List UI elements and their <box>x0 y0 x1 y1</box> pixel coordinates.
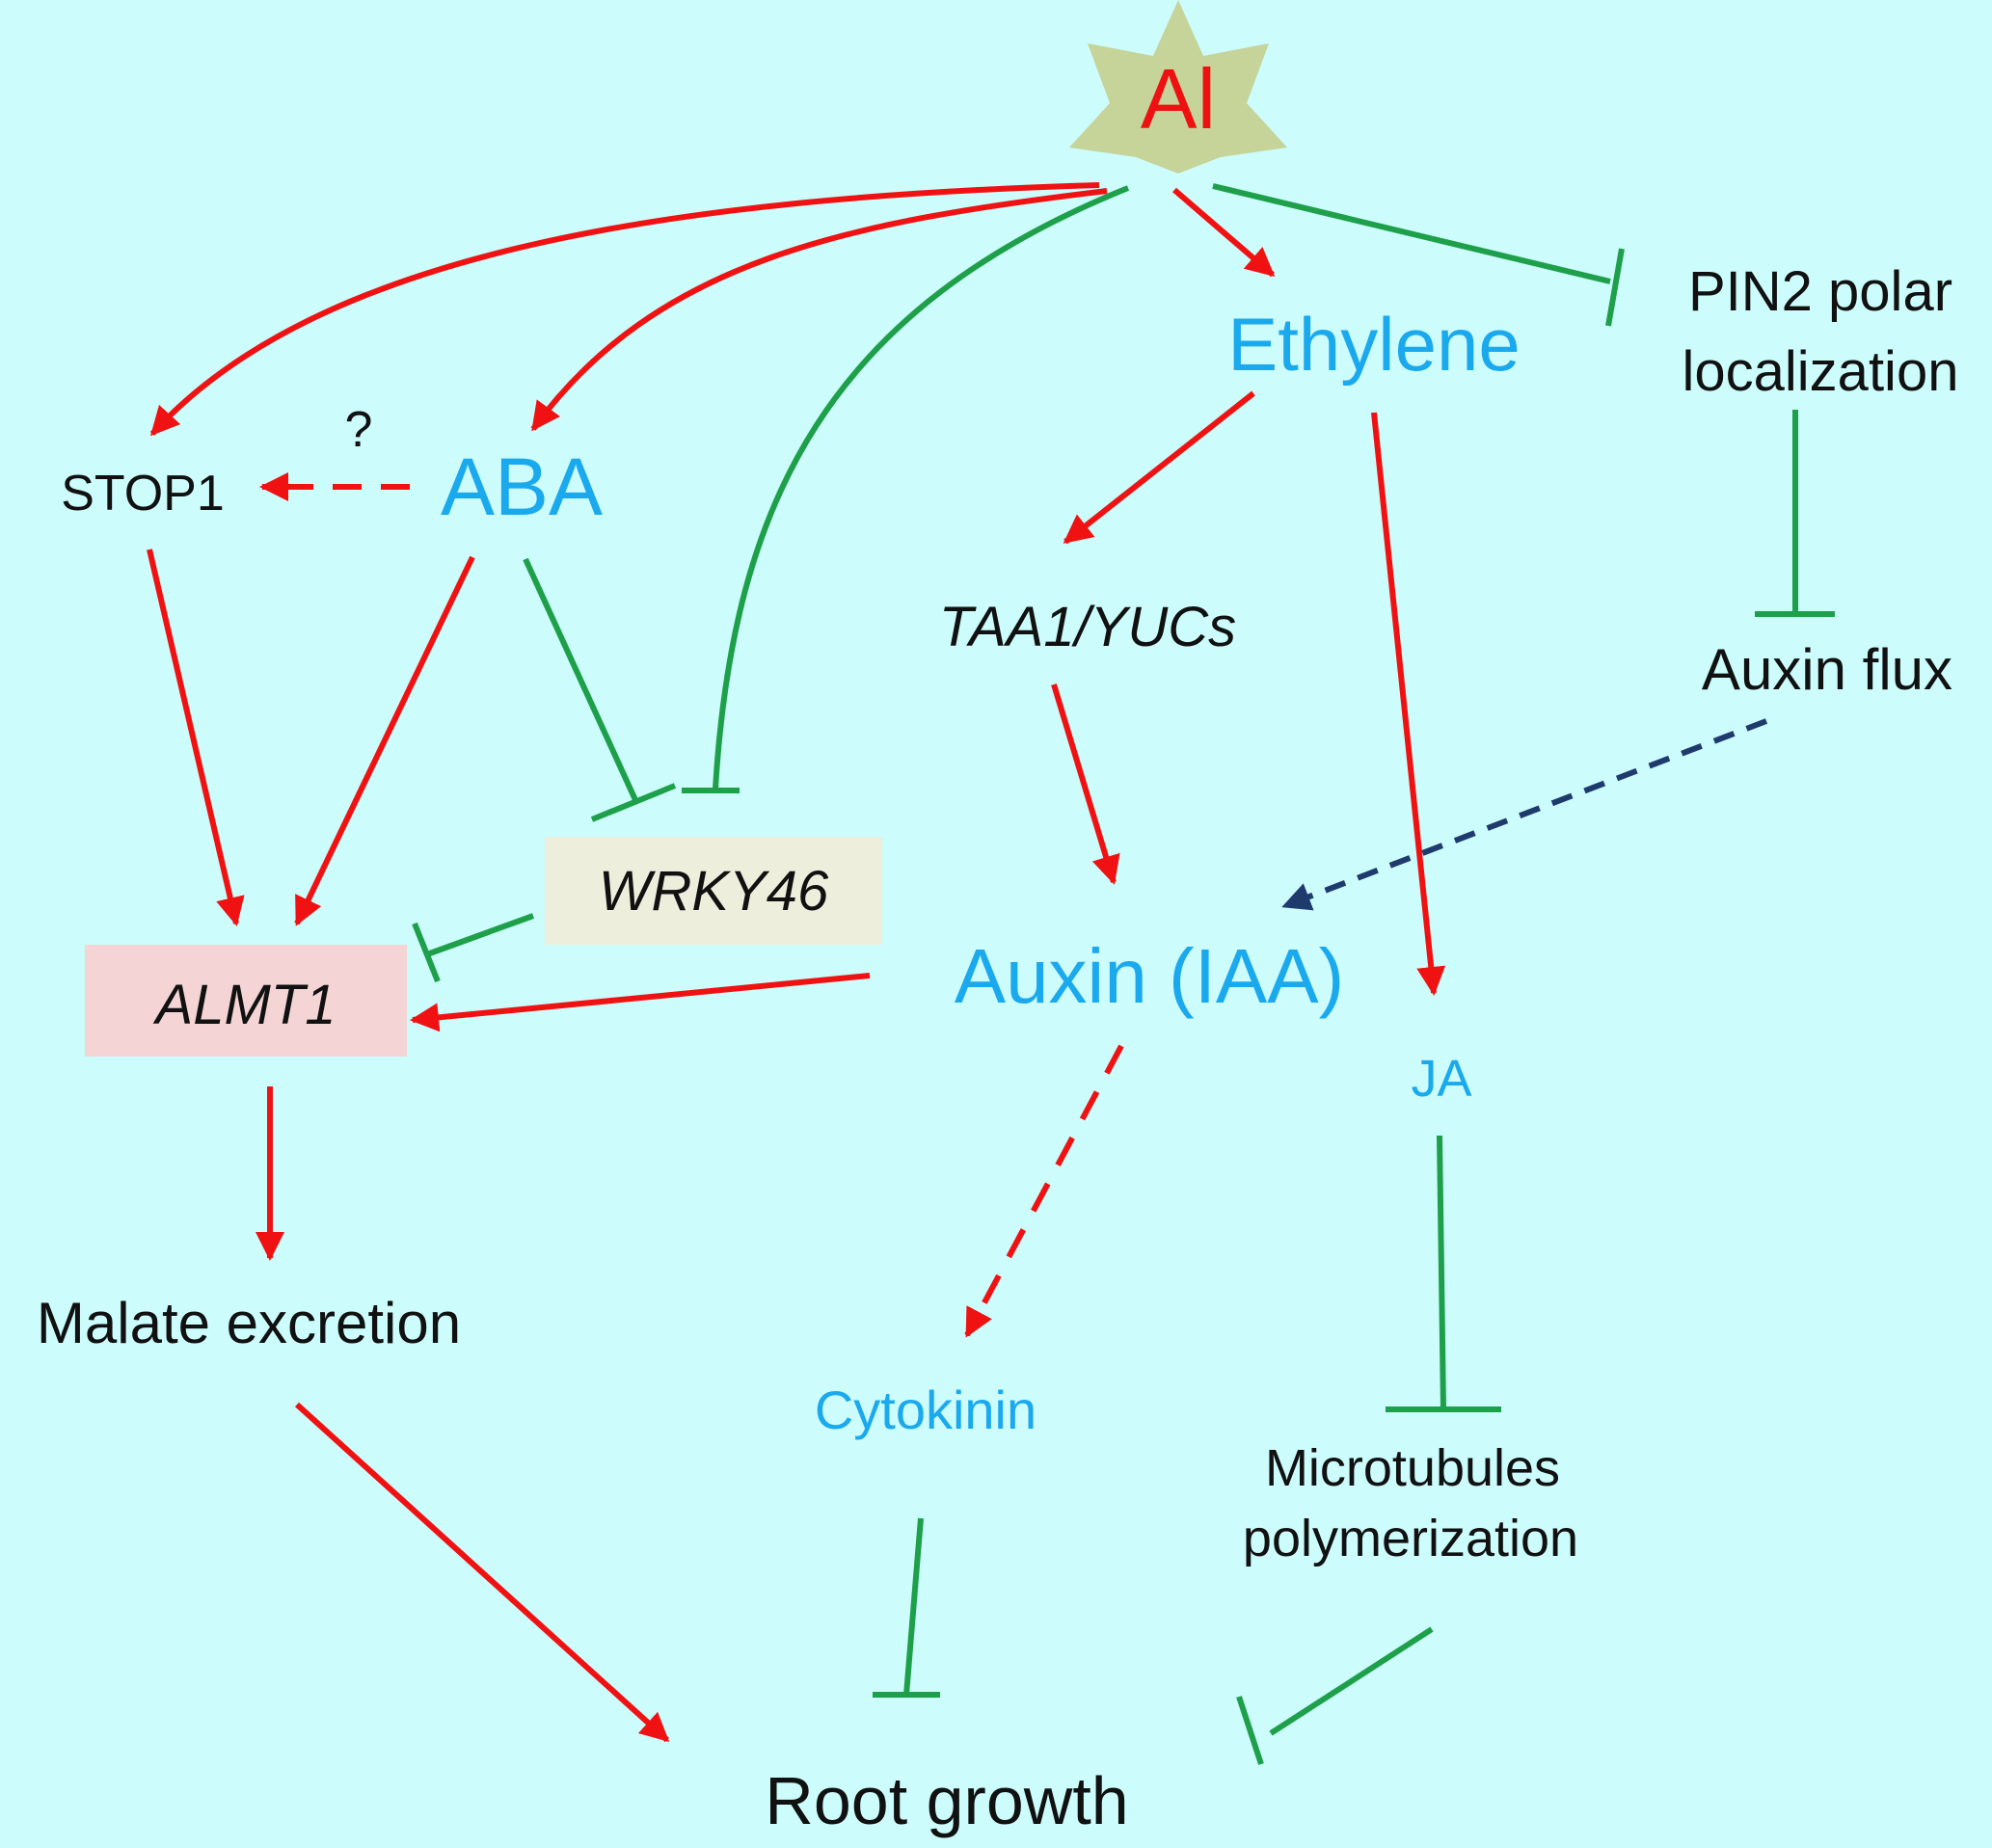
node-taa1-yucs: TAA1/YUCs <box>939 596 1236 658</box>
node-auxin-iaa: Auxin (IAA) <box>955 933 1345 1019</box>
wrky46-box <box>545 837 882 945</box>
node-pin2-line2: localization <box>1682 340 1959 403</box>
node-pin2-line1: PIN2 polar <box>1688 260 1952 323</box>
edge-microtubules-to-root-growth-bar <box>1236 1696 1264 1765</box>
edge-wrky46-to-almt1-bar <box>412 922 441 983</box>
edge-taa1-to-auxin <box>1051 683 1120 885</box>
node-microtubules-line1: Microtubules <box>1265 1439 1560 1497</box>
edge-auxin-flux-to-auxin <box>1281 718 1768 911</box>
almt1-box <box>85 945 407 1057</box>
edge-al-to-aba <box>530 188 1108 432</box>
edge-cytokinin-to-root-growth <box>903 1517 924 1696</box>
node-aba: ABA <box>441 442 603 532</box>
inhibition-edges <box>412 183 1835 1765</box>
edge-al-to-stop1 <box>149 182 1100 437</box>
edge-al-to-pin2 <box>1212 183 1611 284</box>
node-wrky46: WRKY46 <box>599 860 829 923</box>
node-labels: Al Ethylene PIN2 polar localization STOP… <box>37 51 1959 1838</box>
edge-ja-to-microtubules <box>1437 1135 1446 1410</box>
edge-ethylene-to-taa1 <box>1063 390 1255 545</box>
edge-aba-to-wrky46 <box>523 557 639 804</box>
edge-al-to-pin2-bar <box>1605 248 1625 327</box>
edge-auxin-to-almt1 <box>410 973 871 1032</box>
edge-al-to-wrky46 <box>713 185 1130 790</box>
edge-ethylene-to-ja <box>1371 412 1446 996</box>
node-auxin-flux: Auxin flux <box>1702 637 1952 702</box>
node-al: Al <box>1141 51 1216 147</box>
node-stop1: STOP1 <box>61 466 225 522</box>
node-microtubules-line2: polymerization <box>1243 1510 1578 1567</box>
node-root-growth: Root growth <box>765 1763 1128 1838</box>
node-malate-excretion: Malate excretion <box>37 1291 461 1355</box>
edge-aba-to-almt1 <box>294 555 475 926</box>
edge-wrky46-to-almt1 <box>425 913 535 957</box>
node-question-mark: ? <box>345 402 373 458</box>
edge-stop1-to-almt1 <box>147 549 245 926</box>
edge-aba-to-wrky46-bar <box>590 783 677 822</box>
node-ja: JA <box>1411 1050 1471 1108</box>
edge-auxin-to-cytokinin <box>964 1044 1124 1338</box>
edge-malate-to-root-growth <box>294 1402 670 1743</box>
al-star-shape <box>1069 0 1287 174</box>
node-ethylene: Ethylene <box>1227 302 1521 387</box>
node-almt1: ALMT1 <box>153 974 336 1036</box>
edge-al-to-ethylene <box>1172 187 1276 278</box>
edge-microtubules-to-root-growth <box>1269 1626 1434 1736</box>
node-cytokinin: Cytokinin <box>815 1379 1036 1440</box>
activation-edges <box>147 182 1446 1743</box>
